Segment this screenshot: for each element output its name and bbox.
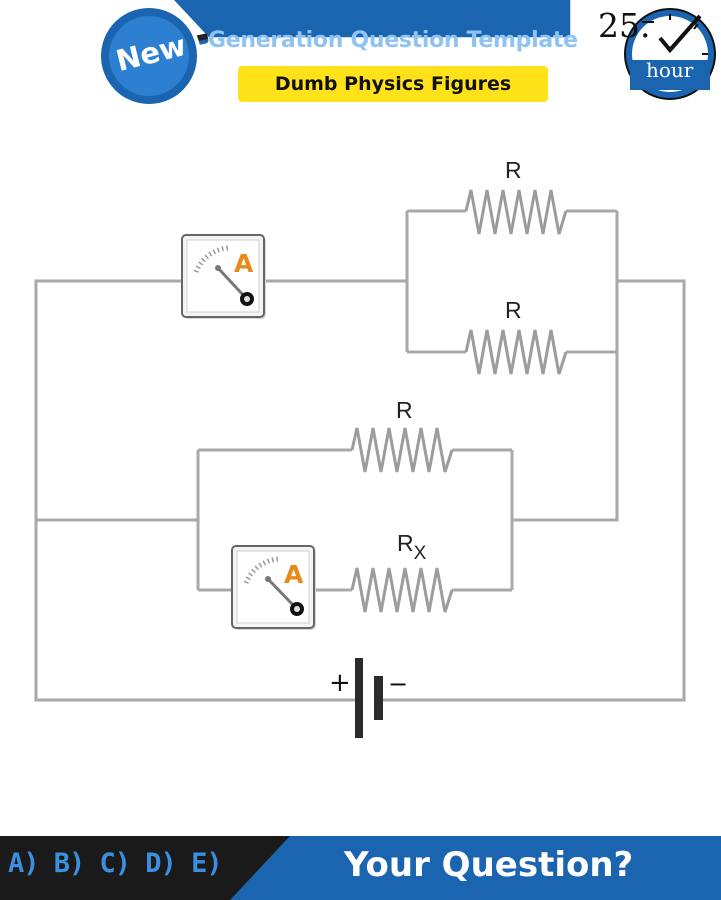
ammeter-main-icon [181,234,266,319]
battery-icon [355,658,383,738]
battery-minus-label: − [388,670,409,698]
resistor-top-lower [464,329,568,375]
wire-outer-left [34,279,356,702]
resistor-middle-upper [350,427,454,473]
subtitle-pill: Dumb Physics Figures [238,66,548,102]
battery-plus-label: + [329,668,351,698]
ammeter-branch-letter: A [284,560,304,589]
ammeter-main-letter: A [234,249,254,278]
resistor-top-upper [464,189,568,235]
resistor-unknown [350,567,454,613]
new-badge-icon [97,4,201,108]
page-title: Generation Question Template [208,28,578,53]
question-text: Your Question? [344,845,634,885]
clock-icon [624,8,716,100]
badge-number: 25. [598,6,651,45]
answer-options: A) B) C) D) E) [8,848,223,879]
circuit-diagram [34,189,686,738]
footer-question-bar [230,836,721,900]
resistor-label-unknown-sub: X [413,543,427,564]
subtitle: Dumb Physics Figures [274,73,512,95]
resistor-label-middle-upper: R [396,397,413,423]
wire-outer-right [383,279,686,702]
wire-top-right-rail [512,211,619,522]
resistor-label-unknown-main: R [397,530,414,556]
resistor-label-top-lower: R [505,297,522,323]
badge-unit: hour [646,58,694,82]
ammeter-branch-icon [231,545,316,630]
resistor-label-top-upper: R [505,157,522,183]
resistor-label-unknown: RX [397,530,426,564]
